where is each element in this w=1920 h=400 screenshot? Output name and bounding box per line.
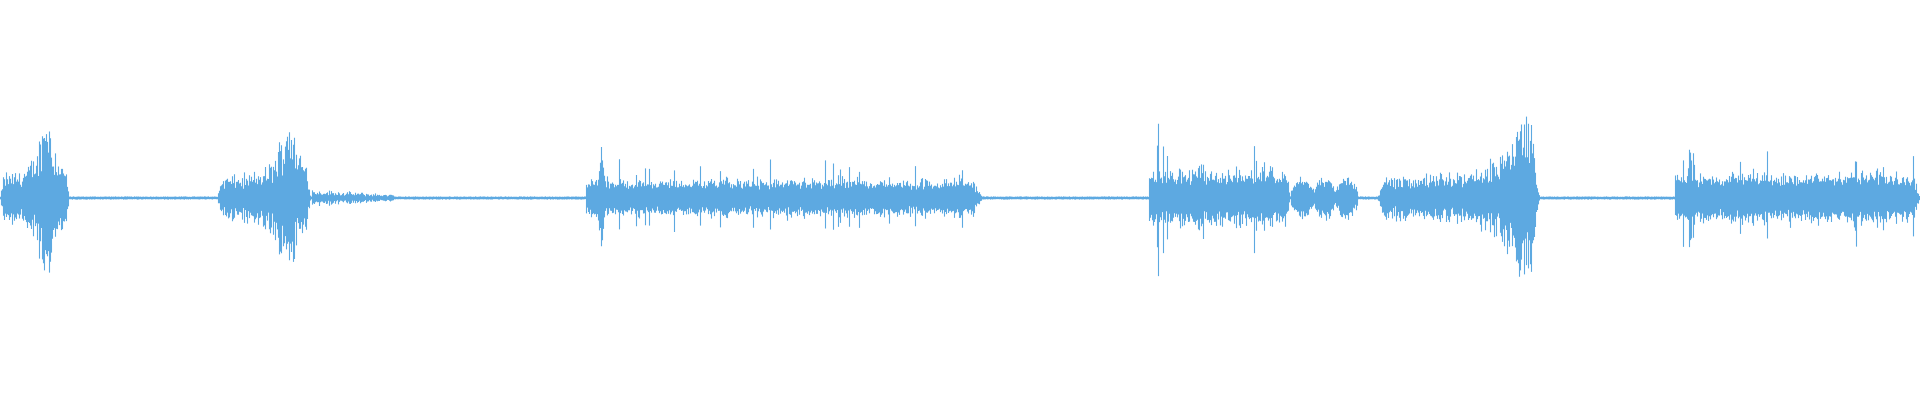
- waveform-bars: [0, 116, 1920, 277]
- waveform-samples: [0, 116, 1920, 277]
